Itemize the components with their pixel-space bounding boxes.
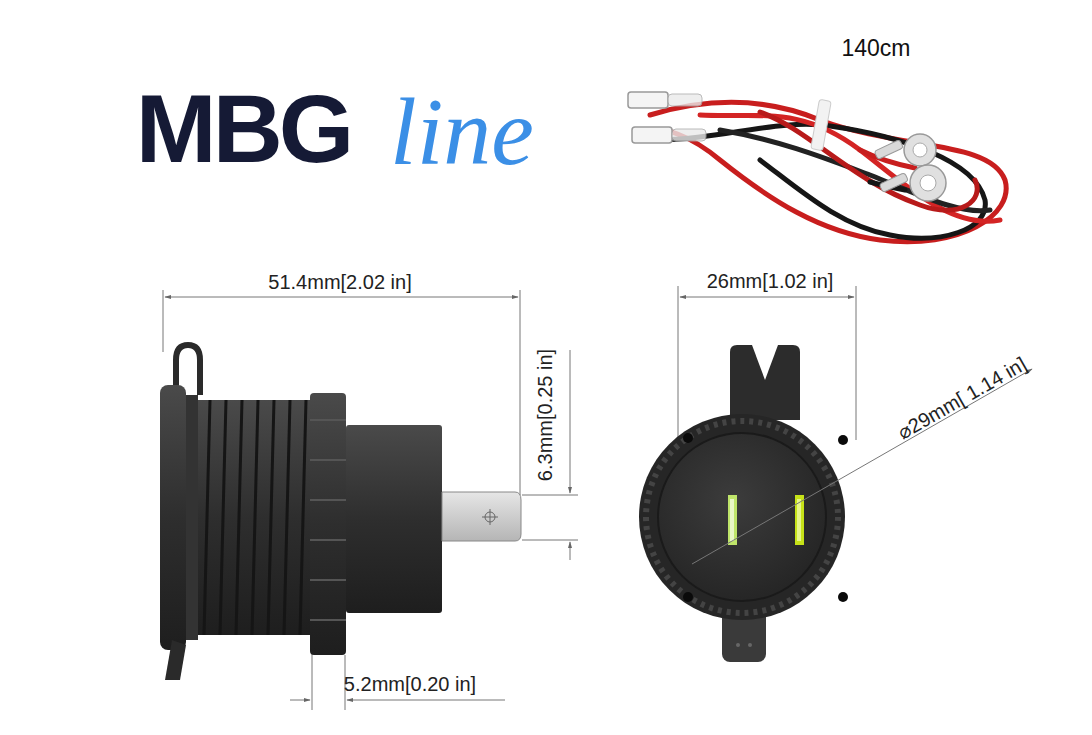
brand-logo: MBG <box>136 80 350 177</box>
dimension-label: 26mm[1.02 in] <box>707 271 834 291</box>
cable-length: 140cm <box>841 37 910 60</box>
dimension-label: 51.4mm[2.02 in] <box>268 272 411 292</box>
dimension-label: 5.2mm[0.20 in] <box>344 674 476 694</box>
cable <box>650 103 1006 242</box>
socket-front-view <box>639 345 848 662</box>
spade-terminal <box>628 92 706 143</box>
dimension-lines <box>678 286 856 440</box>
dimension-lines <box>163 290 578 710</box>
dimension-label: ⌀29mm[ 1.14 in] <box>894 353 1029 442</box>
ring-terminal <box>874 134 946 201</box>
zip-tie <box>811 99 832 150</box>
socket-side-view <box>160 345 521 680</box>
brand-script: line <box>390 84 534 180</box>
dimension-label: 6.3mm[0.25 in] <box>535 349 555 481</box>
